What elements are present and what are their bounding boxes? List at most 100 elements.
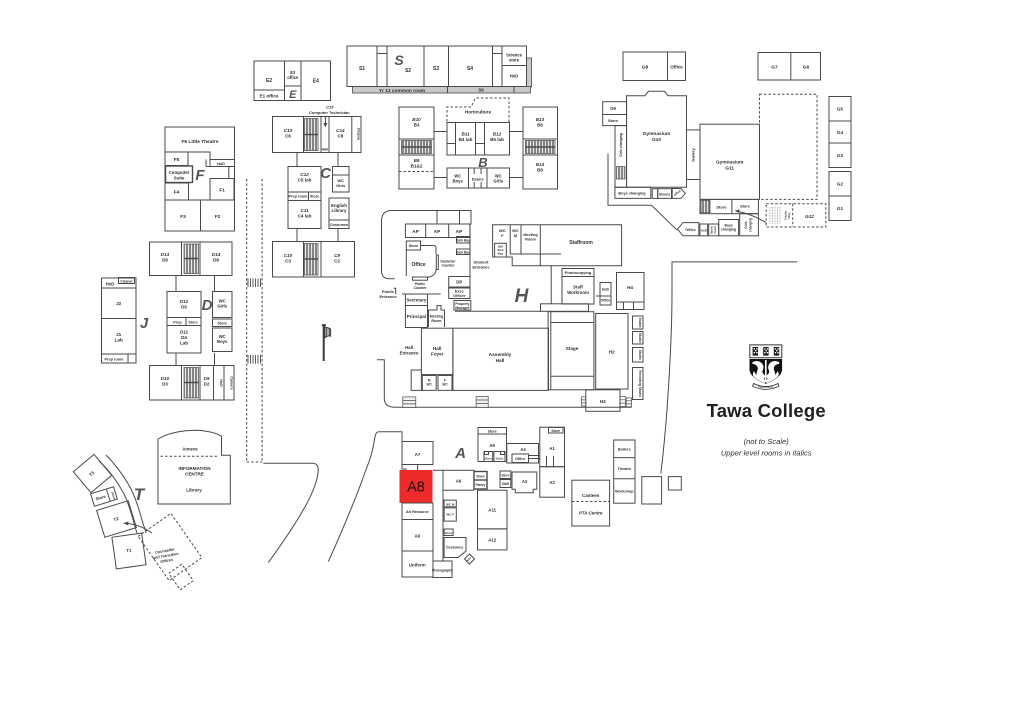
- svg-text:Studio: Studio: [638, 350, 642, 360]
- svg-text:Public: Public: [415, 282, 425, 286]
- svg-text:C4 lab: C4 lab: [298, 214, 312, 219]
- svg-text:C11: C11: [300, 208, 309, 213]
- svg-text:Uniform: Uniform: [409, 563, 426, 568]
- svg-text:M: M: [514, 233, 518, 238]
- svg-text:WC: WC: [427, 383, 433, 387]
- svg-text:Secretary: Secretary: [406, 298, 427, 303]
- svg-text:Computer: Computer: [169, 170, 190, 175]
- svg-text:HoD: HoD: [217, 162, 225, 166]
- svg-text:C10: C10: [284, 253, 293, 258]
- svg-text:G1: G1: [837, 206, 844, 211]
- svg-text:Store: Store: [484, 457, 492, 461]
- svg-text:Store: Store: [95, 493, 107, 501]
- svg-text:C6: C6: [285, 134, 291, 139]
- svg-text:HoD: HoD: [510, 74, 519, 79]
- svg-text:A4: A4: [520, 447, 526, 452]
- svg-text:S4: S4: [467, 66, 473, 72]
- svg-text:C2: C2: [334, 259, 340, 264]
- svg-text:Exec: Exec: [455, 290, 464, 294]
- svg-text:E1 office: E1 office: [260, 94, 279, 99]
- svg-text:S3: S3: [433, 66, 439, 72]
- svg-text:Store: Store: [716, 205, 727, 210]
- svg-text:S: S: [394, 52, 404, 68]
- svg-text:G11: G11: [725, 165, 734, 171]
- svg-text:Store: Store: [488, 429, 497, 433]
- svg-text:Cricket: Cricket: [784, 211, 788, 221]
- svg-text:WC M: WC M: [446, 502, 455, 506]
- svg-text:J2: J2: [116, 301, 122, 306]
- svg-text:Lab: Lab: [180, 341, 188, 346]
- svg-text:Stage: Stage: [566, 346, 579, 351]
- svg-text:C5 lab: C5 lab: [298, 178, 312, 183]
- svg-text:Boys: Boys: [217, 339, 228, 344]
- svg-text:Officer: Officer: [453, 294, 466, 298]
- svg-text:Counter: Counter: [442, 264, 456, 268]
- svg-text:office: office: [287, 75, 299, 80]
- svg-text:F3: F3: [180, 214, 186, 220]
- svg-text:Lab: Lab: [115, 338, 123, 343]
- svg-text:Nets: Nets: [787, 212, 791, 219]
- svg-text:Office: Office: [515, 457, 525, 461]
- svg-text:G2: G2: [837, 182, 844, 187]
- svg-text:E2: E2: [266, 78, 272, 84]
- svg-text:Room: Room: [525, 238, 536, 242]
- svg-text:Prep room: Prep room: [105, 358, 125, 362]
- svg-text:Canteen: Canteen: [582, 493, 600, 498]
- svg-text:C9: C9: [334, 253, 340, 258]
- svg-text:Store: Store: [476, 474, 484, 478]
- svg-text:Offices: Offices: [160, 558, 173, 564]
- svg-text:D10: D10: [161, 376, 170, 381]
- svg-text:A7: A7: [415, 452, 421, 457]
- svg-text:Suite: Suite: [174, 176, 185, 181]
- svg-text:Property: Property: [455, 302, 469, 306]
- svg-text:Boilers: Boilers: [618, 448, 631, 452]
- svg-text:S2: S2: [405, 68, 411, 74]
- svg-text:E3: E3: [290, 70, 296, 75]
- svg-text:C14: C14: [336, 128, 345, 133]
- svg-text:D5: D5: [181, 305, 187, 310]
- svg-text:Science: Science: [506, 53, 523, 58]
- svg-text:Staffroom: Staffroom: [569, 240, 593, 246]
- svg-text:changing: changing: [749, 218, 753, 232]
- svg-text:WC: WC: [219, 334, 226, 339]
- svg-text:Entrance: Entrance: [379, 294, 397, 299]
- svg-text:PER ARDUA: PER ARDUA: [758, 385, 773, 389]
- svg-text:WC: WC: [495, 174, 502, 179]
- svg-text:WC: WC: [219, 299, 226, 304]
- svg-text:Prep room: Prep room: [289, 195, 309, 199]
- svg-text:Computer Technician: Computer Technician: [309, 110, 350, 115]
- svg-text:T2: T2: [113, 516, 120, 522]
- svg-text:D2: D2: [204, 382, 210, 387]
- svg-text:Hall: Hall: [405, 345, 413, 350]
- svg-text:G4: G4: [837, 130, 844, 135]
- svg-text:and Transition: and Transition: [153, 552, 180, 561]
- svg-text:Art Resource: Art Resource: [406, 510, 429, 514]
- svg-text:DP: DP: [456, 280, 462, 285]
- svg-text:D: D: [202, 297, 213, 314]
- svg-text:(not to Scale): (not to Scale): [744, 437, 790, 446]
- svg-text:M: M: [428, 379, 431, 383]
- svg-text:D9: D9: [204, 376, 210, 381]
- svg-text:D11: D11: [180, 330, 189, 335]
- svg-text:A9: A9: [414, 534, 420, 539]
- svg-text:G7: G7: [771, 65, 778, 71]
- svg-text:HoD: HoD: [106, 282, 115, 287]
- svg-text:Workroom: Workroom: [567, 290, 589, 295]
- svg-text:Deans: Deans: [472, 177, 485, 182]
- svg-text:F1: F1: [219, 188, 225, 194]
- svg-text:A6: A6: [456, 479, 462, 484]
- svg-text:B1&2: B1&2: [411, 164, 423, 169]
- svg-text:D6: D6: [162, 258, 168, 263]
- svg-text:Store: Store: [496, 457, 504, 461]
- svg-text:changing: changing: [721, 228, 736, 232]
- svg-text:Office: Office: [670, 65, 683, 70]
- svg-text:G3: G3: [837, 153, 844, 158]
- svg-text:A3: A3: [522, 479, 528, 484]
- svg-text:Upper level rooms in italics: Upper level rooms in italics: [721, 449, 812, 458]
- svg-text:C12: C12: [300, 172, 309, 177]
- svg-text:Students': Students': [440, 260, 456, 264]
- svg-text:B14: B14: [536, 162, 545, 167]
- svg-text:Store: Store: [551, 429, 560, 433]
- svg-text:Store: Store: [501, 473, 509, 477]
- svg-text:HoD: HoD: [219, 379, 223, 387]
